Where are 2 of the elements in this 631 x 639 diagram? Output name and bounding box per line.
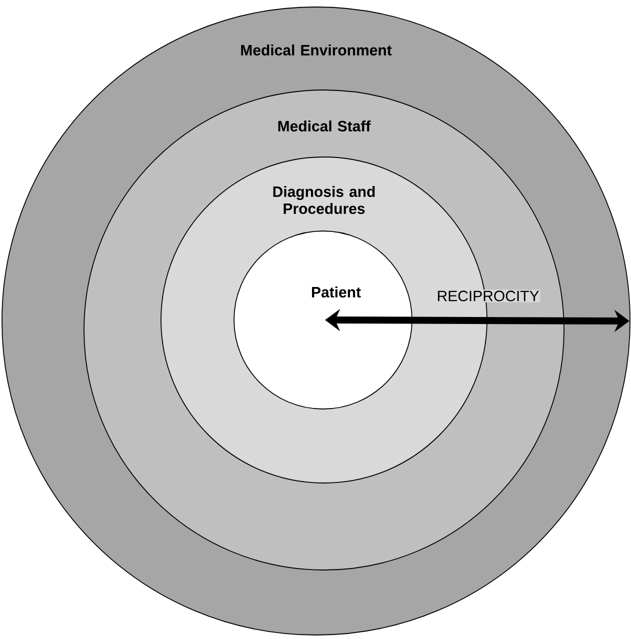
edge-label: RECIPROCITY: [436, 290, 540, 302]
ring: Patient: [234, 230, 412, 410]
